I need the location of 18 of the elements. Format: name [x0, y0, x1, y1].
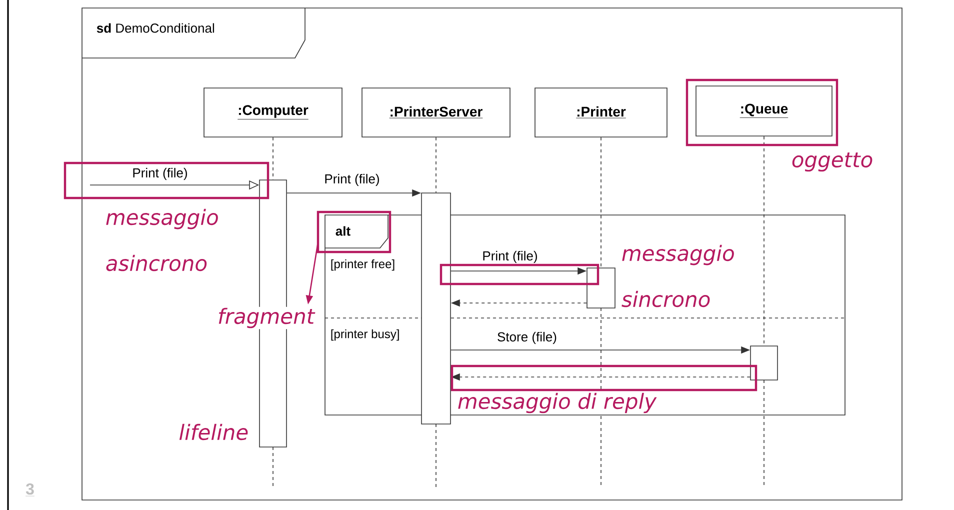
lifeline — [600, 137, 602, 268]
annotation-text: messaggio asincrono — [106, 208, 218, 272]
activation-bar — [586, 268, 616, 308]
annotation-text: fragment — [216, 306, 316, 330]
page-number: 3 — [25, 483, 35, 496]
annotation-text: messaggio di reply — [456, 392, 658, 414]
object-box: :Printer — [534, 88, 668, 138]
edge-label: Print (file) — [481, 250, 539, 264]
object-box: :Queue — [696, 86, 832, 136]
edge-label: Print (file) — [131, 166, 189, 182]
annotation-text: oggetto — [790, 151, 874, 173]
edge-label: Store (file) — [496, 330, 558, 346]
edge-label: Print (file) — [323, 172, 381, 188]
activation-bar — [750, 346, 778, 380]
annotation-text: lifeline — [178, 422, 250, 442]
object-box: :Computer — [204, 88, 342, 138]
activation-bar — [421, 192, 451, 424]
object-box: :PrinterServer — [362, 88, 510, 138]
